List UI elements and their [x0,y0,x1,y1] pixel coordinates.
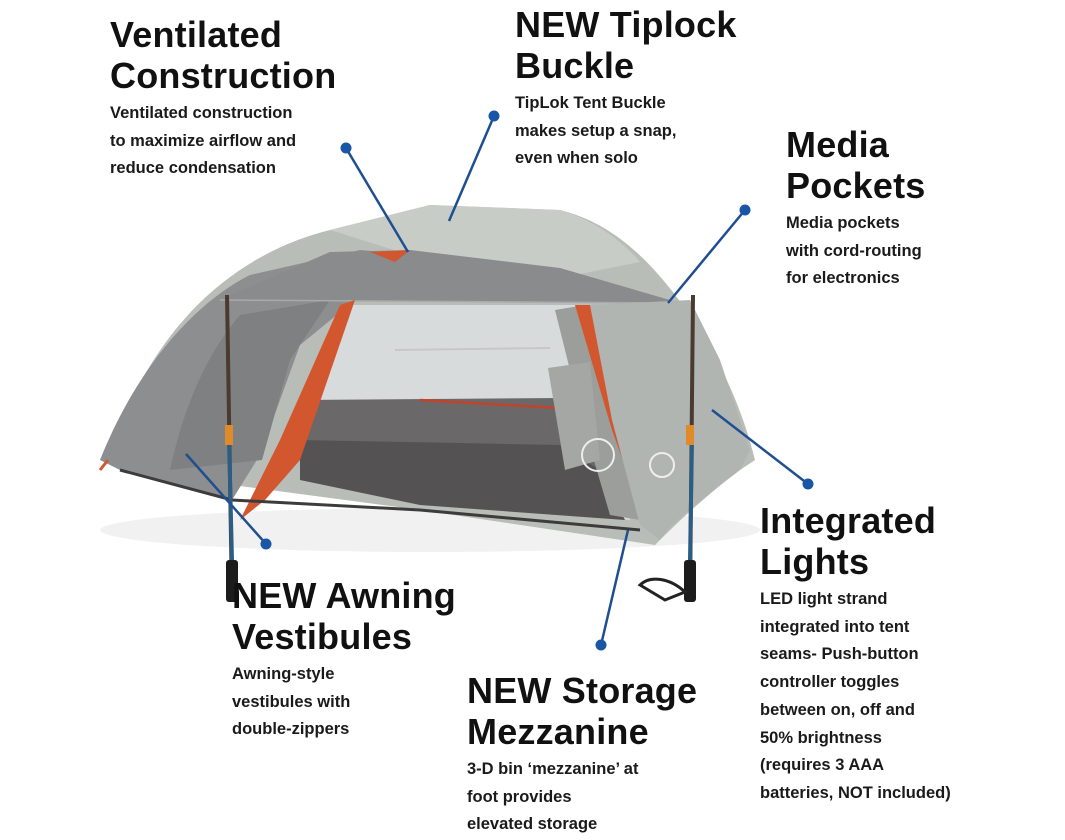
feature-tiplock-buckle: NEW Tiplock Buckle TipLok Tent Buckle ma… [515,4,795,173]
feature-description: Ventilated construction to maximize airf… [110,104,297,178]
feature-title: NEW Awning [232,575,456,616]
feature-integrated-lights: Integrated Lights LED light strand integ… [760,500,1060,808]
feature-description: TipLok Tent Buckle makes setup a snap, e… [515,94,677,168]
feature-media-pockets: Media Pockets Media pockets with cord-ro… [786,124,1046,293]
feature-title: Lights [760,541,870,582]
feature-title: Buckle [515,45,635,86]
feature-title: Mezzanine [467,711,649,752]
feature-title: NEW Tiplock [515,4,737,45]
feature-title: NEW Storage [467,670,698,711]
feature-storage-mezzanine: NEW Storage Mezzanine 3-D bin ‘mezzanine… [467,670,767,839]
feature-description: 3-D bin ‘mezzanine’ at foot provides ele… [467,760,639,834]
feature-awning-vestibules: NEW Awning Vestibules Awning-style vesti… [232,575,512,744]
feature-title: Integrated [760,500,937,541]
feature-title: Construction [110,55,337,96]
feature-title: Pockets [786,165,926,206]
feature-description: LED light strand integrated into tent se… [760,590,951,802]
feature-ventilated-construction: Ventilated Construction Ventilated const… [110,14,410,183]
feature-description: Media pockets with cord-routing for elec… [786,214,922,288]
feature-title: Ventilated [110,14,283,55]
feature-description: Awning-style vestibules with double-zipp… [232,665,351,739]
feature-title: Vestibules [232,616,413,657]
feature-title: Media [786,124,890,165]
